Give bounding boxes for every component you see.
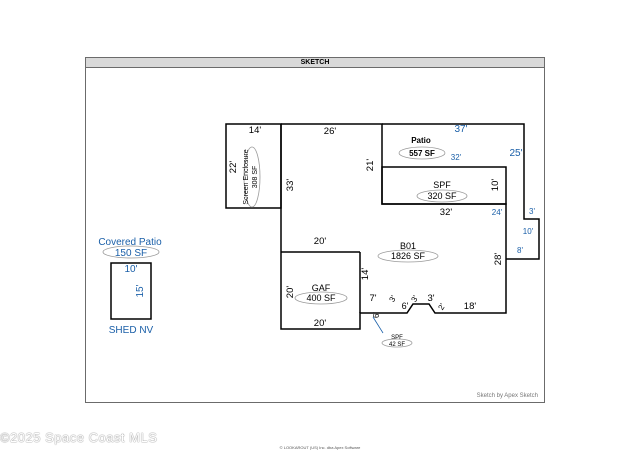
dim-label: 14' [360, 268, 371, 281]
copyright-watermark: ©2025 Space Coast MLS [0, 430, 158, 445]
dim-label: 22' [228, 161, 239, 174]
dim-label-blue: 3' [529, 207, 535, 216]
area-sf-b01: 1826 SF [391, 251, 426, 261]
dim-label-blue: 10' [124, 264, 137, 275]
dim-label-blue: 24' [492, 208, 503, 217]
area-code-spf: SPF [433, 180, 451, 190]
area-ellipse-spf-small [381, 338, 413, 348]
area-sf-covered-patio: 150 SF [115, 248, 147, 259]
area-code-b01: B01 [400, 241, 416, 251]
patio-outline [382, 123, 540, 260]
dim-label: 3' [427, 293, 434, 304]
area-ellipse-covered-patio [102, 245, 160, 259]
sketch-credit: Sketch by Apex Sketch [476, 393, 538, 399]
area-sf-screen-enclosure: 308 SF [252, 166, 259, 189]
dim-label: 6' [402, 301, 409, 311]
area-code-gaf: GAF [312, 283, 331, 293]
dim-label: 18' [464, 301, 477, 312]
dim-label: 20' [285, 286, 296, 299]
dim-label: 10' [490, 179, 501, 192]
area-sf-gaf: 400 SF [306, 293, 336, 303]
dim-label: 2' [436, 302, 447, 312]
dim-label: 7' [369, 293, 376, 304]
dim-label-blue: 25' [509, 148, 522, 159]
spf-pointer-line [372, 316, 384, 334]
dim-label: 3' [387, 294, 398, 304]
area-code-screen-enclosure: Screen Enclosure [243, 149, 250, 204]
dim-label: 28' [493, 253, 504, 266]
sketch-header: SKETCH [86, 58, 544, 68]
dim-label-blue: 37' [454, 124, 467, 135]
area-ellipse-screen [243, 146, 261, 208]
dim-label-blue: 8' [517, 246, 523, 255]
area-ellipse-b01 [377, 249, 439, 263]
area-ellipse-spf [416, 189, 468, 203]
dim-label: 20' [314, 318, 327, 329]
area-sf-spf: 320 SF [427, 191, 457, 201]
sketch-sheet: SKETCH [85, 57, 545, 403]
floor-plan-sketch: Screen Enclosure 308 SF Patio 557 SF SPF… [98, 123, 540, 348]
dim-label: 32' [440, 207, 453, 218]
area-code-covered-patio: Covered Patio [98, 237, 162, 248]
dim-label-blue: 10' [523, 227, 534, 236]
area-code-shed: SHED NV [109, 325, 154, 336]
spf-room-outline [381, 166, 507, 205]
dim-label: 33' [285, 179, 296, 192]
dim-label: 14' [249, 125, 262, 136]
dim-label: 3' [409, 294, 420, 304]
dim-label: 21' [365, 159, 376, 172]
dim-label: 6' [372, 312, 381, 318]
area-code-patio: Patio [411, 136, 431, 145]
dim-label-blue: 15' [135, 284, 146, 297]
footer-note: © LOOKAROUT (US) Inc. dba Apex Software [279, 445, 361, 450]
area-sf-patio: 557 SF [409, 149, 435, 158]
area-sf-spf-small: 42 SF [389, 342, 405, 348]
area-ellipse-gaf [294, 291, 348, 305]
shed-outline [110, 262, 152, 320]
area-code-spf-small: SPF [391, 335, 403, 341]
area-ellipse-patio [398, 146, 446, 160]
dim-label: 20' [314, 236, 327, 247]
dim-label-blue: 32' [451, 153, 462, 162]
dim-label: 26' [324, 126, 337, 137]
